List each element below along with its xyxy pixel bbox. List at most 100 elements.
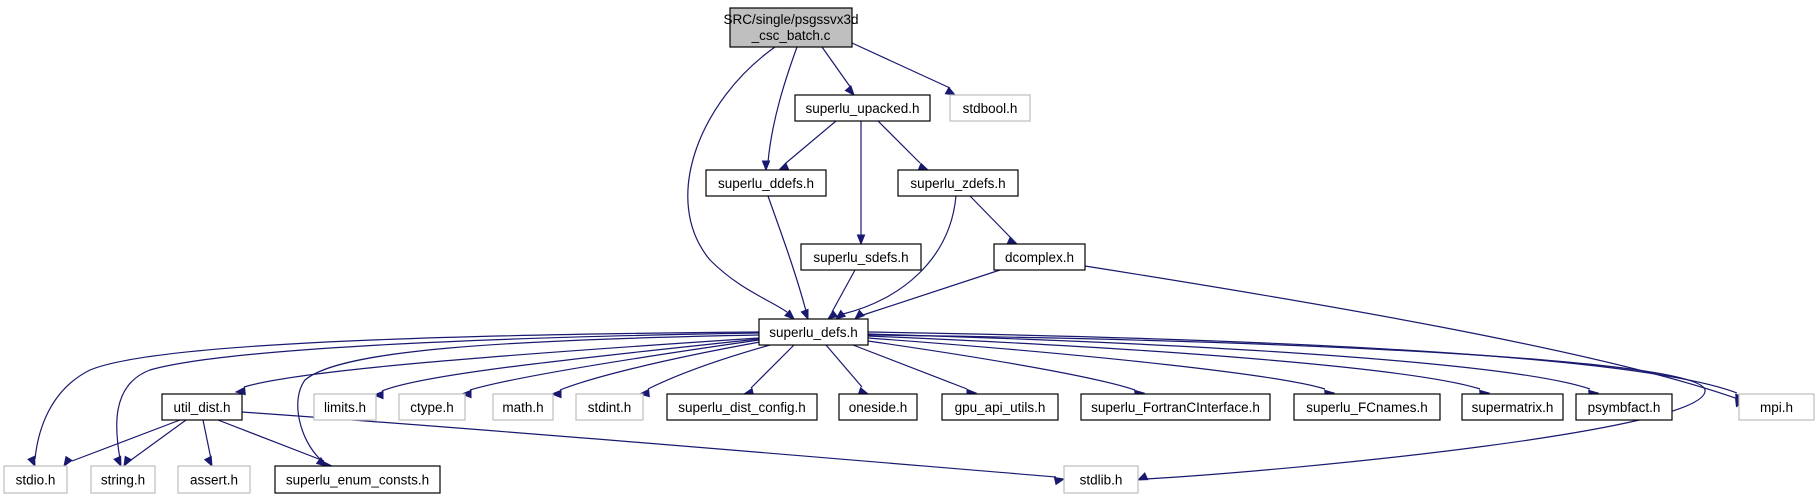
edge-line (867, 340, 1136, 391)
node-oneside[interactable]: oneside.h (838, 393, 918, 421)
edge-line (34, 331, 760, 460)
arrowhead (1006, 236, 1019, 245)
edge-line (867, 337, 1326, 390)
node-box (794, 94, 931, 122)
edge-line (647, 344, 771, 390)
edge-line (217, 419, 325, 462)
node-label-line: _csc_batch.c (751, 28, 831, 43)
node-box (941, 393, 1059, 421)
edge-line (867, 333, 1591, 390)
node-stdint: stdint.h (575, 393, 644, 421)
node-superlu-FortranCInterface[interactable]: superlu_FortranCInterface.h (1080, 393, 1271, 421)
node-stdio: stdio.h (3, 465, 68, 494)
edge-util_dist-to-assert (202, 419, 213, 468)
node-superlu-dist-config[interactable]: superlu_dist_config.h (666, 393, 818, 421)
edge-root-to-superlu_ddefs (761, 46, 798, 172)
node-label-line: SRC/single/psgssvx3d (723, 12, 858, 27)
node-box (177, 465, 251, 494)
arrowhead (761, 160, 771, 172)
edge-line (130, 419, 187, 461)
node-superlu-ddefs[interactable]: superlu_ddefs.h (705, 169, 827, 197)
node-limits: limits.h (313, 393, 377, 421)
edge-superlu_defs-to-ctype (460, 339, 760, 399)
node-box (1575, 393, 1673, 421)
edge-root-to-superlu_upacked (821, 46, 855, 97)
edge-line (969, 195, 1011, 238)
node-label: superlu_defs.h (769, 325, 858, 340)
node-root[interactable]: SRC/single/psgssvx3d_csc_batch.c (723, 7, 859, 48)
arrowhead (856, 234, 866, 246)
node-label: limits.h (324, 400, 366, 415)
edge-line (877, 120, 921, 164)
arrowhead (113, 455, 122, 468)
node-box (729, 7, 853, 48)
node-supermatrix[interactable]: supermatrix.h (1461, 393, 1564, 421)
node-superlu-upacked[interactable]: superlu_upacked.h (794, 94, 931, 122)
arrowhead (777, 162, 790, 171)
node-box (398, 393, 466, 421)
arrowhead (203, 455, 213, 468)
node-util-dist[interactable]: util_dist.h (161, 393, 243, 421)
node-label: stdlib.h (1080, 473, 1123, 488)
node-dcomplex[interactable]: dcomplex.h (993, 243, 1086, 271)
node-box (1738, 393, 1815, 421)
edge-dcomplex-to-mpi (1084, 265, 1747, 408)
node-superlu-enum-consts[interactable]: superlu_enum_consts.h (274, 465, 441, 494)
edge-superlu_sdefs-to-superlu_defs (826, 269, 856, 320)
edge-superlu_defs-to-stdlib (867, 334, 1706, 481)
edge-root-to-superlu_defs (687, 46, 796, 320)
arrowhead (1053, 476, 1066, 486)
edge-line (243, 337, 760, 388)
edge-line (297, 334, 760, 460)
node-string: string.h (90, 465, 156, 494)
edge-line (825, 344, 863, 388)
node-superlu-defs[interactable]: superlu_defs.h (758, 318, 869, 346)
arrowhead (826, 309, 839, 320)
node-label: stdio.h (16, 473, 56, 488)
node-label: assert.h (190, 473, 238, 488)
node-box (1461, 393, 1564, 421)
node-box (1063, 465, 1139, 494)
edge-superlu_upacked-to-superlu_zdefs (877, 120, 930, 171)
node-box (492, 393, 554, 421)
node-box (161, 393, 243, 421)
edge-superlu_upacked-to-superlu_sdefs (856, 121, 866, 246)
node-psymbfact[interactable]: psymbfact.h (1575, 393, 1673, 421)
arrowhead (550, 389, 562, 399)
node-gpu-api-utils[interactable]: gpu_api_utils.h (941, 393, 1059, 421)
arrowhead (372, 390, 384, 400)
arrowhead (853, 309, 865, 320)
arrowhead (784, 309, 796, 320)
edge-line (862, 269, 1001, 316)
arrowhead (63, 455, 73, 468)
node-superlu-zdefs[interactable]: superlu_zdefs.h (897, 169, 1019, 197)
node-box (90, 465, 156, 494)
edge-superlu_defs-to-stdio (27, 331, 760, 468)
node-label: stdint.h (588, 400, 632, 415)
edge-util_dist-to-stdio (63, 419, 181, 468)
node-box (3, 465, 68, 494)
edge-superlu_upacked-to-superlu_ddefs (777, 120, 837, 171)
node-label: superlu_zdefs.h (910, 176, 1005, 191)
node-superlu-FCnames[interactable]: superlu_FCnames.h (1293, 393, 1441, 421)
node-stdlib: stdlib.h (1063, 465, 1139, 494)
arrowhead (27, 455, 36, 468)
edge-line (852, 344, 968, 390)
node-box (838, 393, 918, 421)
node-box (575, 393, 644, 421)
edge-line (767, 46, 798, 163)
node-math: math.h (492, 393, 554, 421)
node-label: superlu_FortranCInterface.h (1091, 400, 1260, 415)
edge-superlu_defs-to-oneside (825, 344, 870, 396)
node-label: superlu_FCnames.h (1306, 400, 1428, 415)
node-superlu-sdefs[interactable]: superlu_sdefs.h (800, 243, 922, 271)
nodes-layer: SRC/single/psgssvx3d_csc_batch.c superlu_… (3, 7, 1815, 494)
edge-root-to-stdbool (851, 42, 957, 96)
node-stdbool: stdbool.h (949, 94, 1031, 122)
node-box (993, 243, 1086, 271)
edge-superlu_ddefs-to-superlu_defs (767, 195, 809, 321)
arrowhead (944, 86, 957, 96)
edge-line (687, 46, 788, 313)
edge-line (785, 120, 837, 164)
